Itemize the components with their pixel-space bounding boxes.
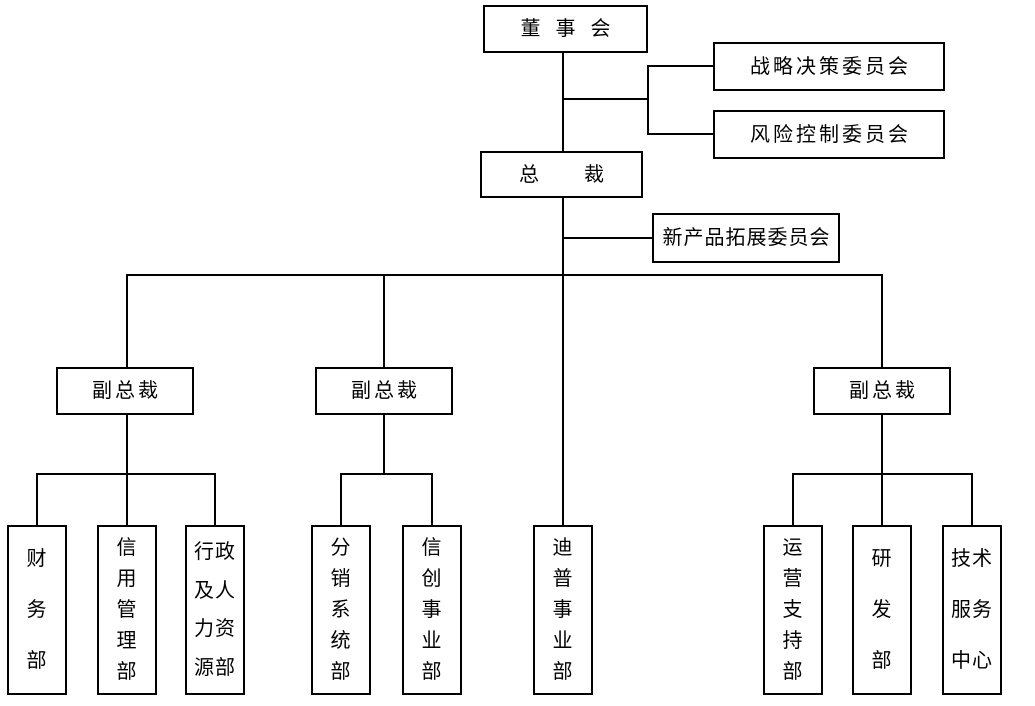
- dept-distribution-systems-row: 统: [330, 629, 352, 652]
- node-vp-left-label: 副总裁: [92, 380, 161, 402]
- dept-admin-hr-row: 源部: [194, 656, 236, 679]
- dept-operations-support-row: 部: [782, 660, 804, 683]
- line-drop-xinchuang: [431, 475, 433, 525]
- dept-tech-service-center-row: 技术: [951, 547, 993, 570]
- line-new-product-stub: [562, 237, 652, 239]
- dept-xinchuang-business-row: 业: [421, 629, 443, 652]
- line-drop-finance: [36, 475, 38, 525]
- dept-tech-service-center: 技术 服务 中心: [942, 525, 1002, 695]
- dept-credit-management-row: 部: [116, 660, 138, 683]
- dept-admin-hr-row: 及人: [194, 579, 236, 602]
- dept-dipu-business-row: 业: [552, 629, 574, 652]
- dept-rnd-row: 发: [871, 598, 893, 621]
- dept-operations-support-row: 支: [782, 598, 804, 621]
- dept-credit-management-row: 管: [116, 598, 138, 621]
- dept-rnd-row: 部: [871, 650, 893, 673]
- dept-dipu-business: 迪 普 事 业 部: [533, 525, 593, 695]
- dept-xinchuang-business-row: 事: [421, 598, 443, 621]
- line-drop-admin-hr: [214, 475, 216, 525]
- dept-tech-service-center-row: 中心: [951, 650, 993, 673]
- dept-credit-management-row: 信: [116, 537, 138, 560]
- dept-dipu-business-row: 迪: [552, 537, 574, 560]
- dept-operations-support-row: 运: [782, 537, 804, 560]
- dept-xinchuang-business: 信 创 事 业 部: [402, 525, 462, 695]
- line-vp-right-drop: [881, 275, 883, 367]
- dept-credit-management-row: 理: [116, 629, 138, 652]
- dept-finance-row: 务: [26, 598, 48, 621]
- node-board: 董 事 会: [483, 5, 648, 53]
- dept-xinchuang-business-row: 信: [421, 537, 443, 560]
- line-strategy-committee-stub: [648, 65, 713, 67]
- node-new-product-committee-label: 新产品拓展委员会: [662, 227, 831, 249]
- node-vp-right: 副总裁: [813, 367, 951, 415]
- dept-distribution-systems-row: 销: [330, 568, 352, 591]
- dept-admin-hr-row: 力资: [194, 618, 236, 641]
- dept-operations-support-row: 营: [782, 568, 804, 591]
- line-president-to-dipu: [562, 198, 564, 525]
- node-board-label: 董 事 会: [520, 18, 616, 40]
- dept-distribution-systems-row: 分: [330, 537, 352, 560]
- node-risk-committee-label: 风险控制委员会: [750, 123, 911, 146]
- line-branch-left: [36, 473, 216, 475]
- node-president-label: 总 裁: [519, 163, 609, 186]
- line-drop-credit: [126, 475, 128, 525]
- dept-rnd: 研 发 部: [852, 525, 912, 695]
- line-drop-tech-center: [971, 475, 973, 525]
- dept-credit-management-row: 用: [116, 568, 138, 591]
- node-vp-left: 副总裁: [56, 367, 194, 415]
- line-risk-committee-stub: [648, 133, 713, 135]
- dept-distribution-systems-row: 部: [330, 660, 352, 683]
- dept-admin-hr: 行政 及人 力资 源部: [185, 525, 245, 695]
- node-vp-middle-label: 副总裁: [351, 380, 420, 402]
- dept-xinchuang-business-row: 创: [421, 568, 443, 591]
- dept-rnd-row: 研: [871, 547, 893, 570]
- line-vp-right-stem: [881, 415, 883, 474]
- dept-credit-management: 信 用 管 理 部: [97, 525, 157, 695]
- line-vp-middle-stem: [383, 415, 385, 474]
- dept-xinchuang-business-row: 部: [421, 660, 443, 683]
- node-president: 总 裁: [480, 151, 643, 198]
- line-committee-branch: [562, 98, 648, 100]
- dept-finance-row: 部: [26, 650, 48, 673]
- node-vp-middle: 副总裁: [315, 367, 453, 415]
- node-strategy-committee-label: 战略决策委员会: [750, 55, 911, 78]
- line-committee-bracket: [647, 65, 649, 135]
- node-strategy-committee: 战略决策委员会: [713, 42, 945, 91]
- line-vp-left-drop: [126, 275, 128, 367]
- line-board-to-president: [562, 53, 564, 151]
- line-distribution: [126, 274, 883, 276]
- line-drop-rnd: [881, 475, 883, 525]
- node-new-product-committee: 新产品拓展委员会: [652, 213, 840, 263]
- dept-operations-support-row: 持: [782, 629, 804, 652]
- line-drop-distribution-sys: [340, 475, 342, 525]
- line-drop-operations: [792, 475, 794, 525]
- dept-tech-service-center-row: 服务: [951, 598, 993, 621]
- dept-distribution-systems: 分 销 系 统 部: [311, 525, 371, 695]
- dept-distribution-systems-row: 系: [330, 598, 352, 621]
- dept-finance-row: 财: [26, 547, 48, 570]
- node-vp-right-label: 副总裁: [849, 380, 918, 402]
- line-vp-left-stem: [126, 415, 128, 474]
- line-branch-right: [792, 473, 973, 475]
- dept-admin-hr-row: 行政: [194, 541, 236, 564]
- node-risk-committee: 风险控制委员会: [713, 110, 945, 159]
- line-vp-middle-drop: [383, 275, 385, 367]
- dept-operations-support: 运 营 支 持 部: [763, 525, 823, 695]
- line-branch-middle: [340, 473, 433, 475]
- dept-dipu-business-row: 普: [552, 568, 574, 591]
- dept-dipu-business-row: 部: [552, 660, 574, 683]
- dept-dipu-business-row: 事: [552, 598, 574, 621]
- dept-finance: 财 务 部: [7, 525, 67, 695]
